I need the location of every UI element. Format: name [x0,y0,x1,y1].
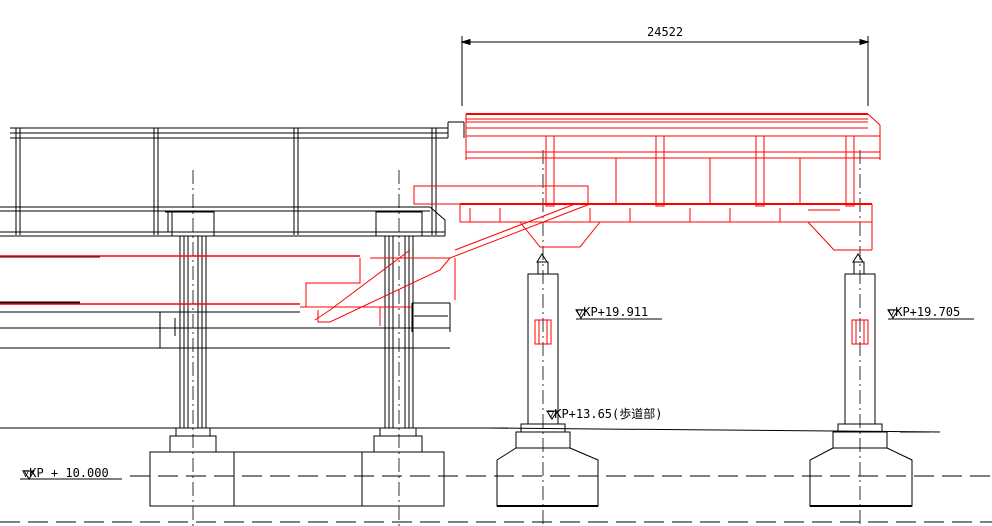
level-label-pier-left: ▽KP+19.911 [576,305,648,319]
level-label-ground: ▽KP + 10.000 [22,466,109,480]
new-pier-bracing [534,319,869,345]
centerlines [192,150,861,526]
existing-footing [149,427,445,507]
reference-lines [0,475,992,523]
level-marker-pier-left [575,309,662,320]
ground-line-right [486,427,941,433]
new-pier-column-left [496,253,599,507]
existing-deck-railing [0,121,487,429]
new-superstructure [0,113,881,326]
level-marker-ground [20,470,122,480]
level-label-pier-right: ▽KP+19.705 [888,305,960,319]
level-label-sidewalk: ▽KP+13.65(歩道部) [547,406,662,421]
new-pier-column-right [809,253,913,507]
level-marker-pier-right [887,309,974,320]
span-dimension [460,36,870,106]
span-dimension-label: 24522 [647,25,683,39]
level-marker-sidewalk [546,410,558,420]
